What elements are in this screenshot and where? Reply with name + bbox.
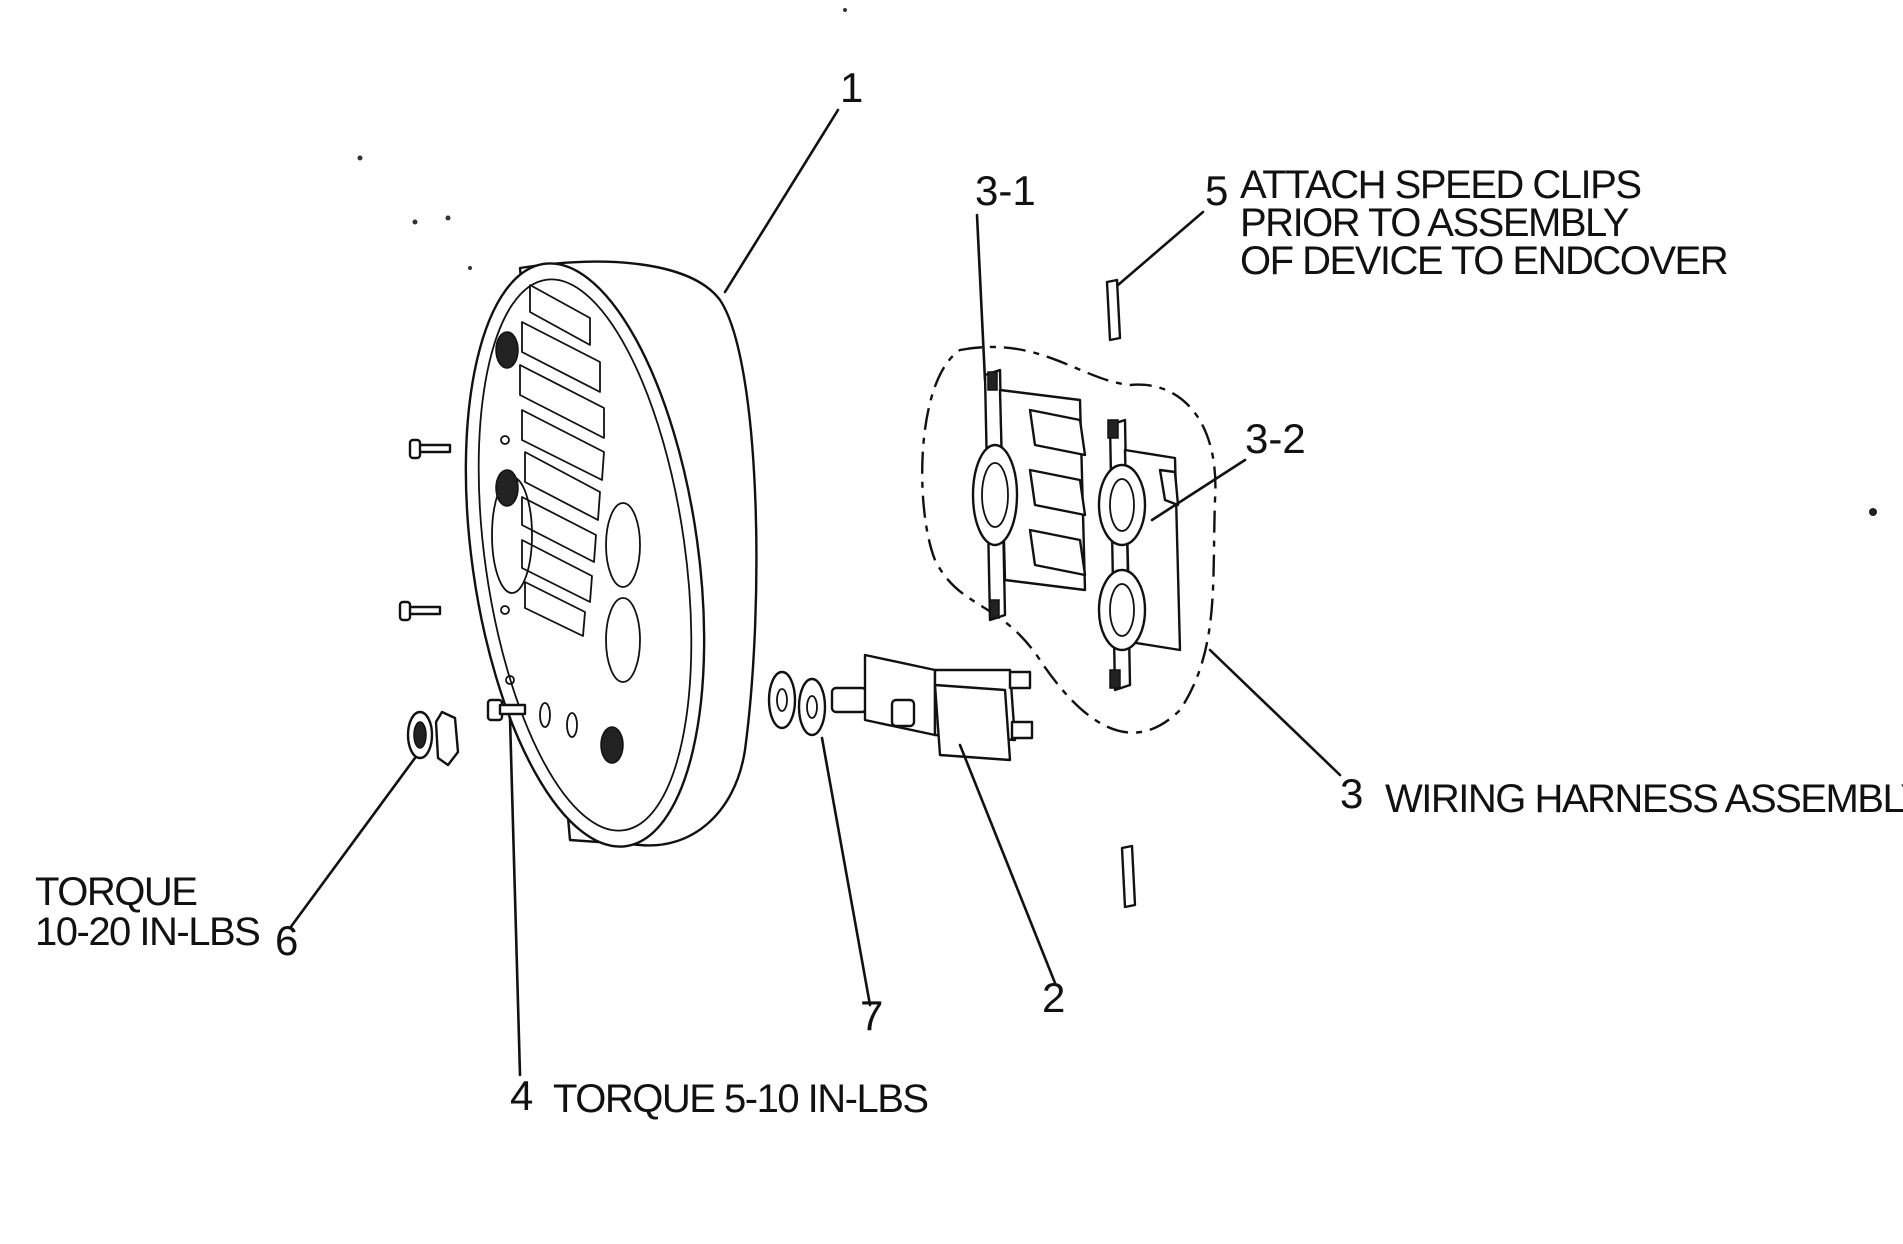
breaker-part bbox=[830, 653, 1034, 762]
callout-breaker: 2 bbox=[1042, 974, 1065, 1021]
callout-duplex-receptacle: 3-2 bbox=[1245, 415, 1306, 462]
callout-clip-text-2: PRIOR TO ASSEMBLY bbox=[1240, 201, 1629, 245]
callout-washer: 7 bbox=[860, 992, 883, 1039]
callout-clip-number: 5 bbox=[1205, 167, 1228, 214]
speed-clip-part bbox=[1105, 278, 1137, 909]
callout-harness-text: WIRING HARNESS ASSEMBLY bbox=[1385, 777, 1903, 821]
wiring-harness-assembly bbox=[921, 345, 1217, 734]
mounting-screws bbox=[398, 438, 452, 622]
scan-specks bbox=[357, 8, 1877, 516]
nut-part bbox=[406, 710, 460, 767]
callout-harness-number: 3 bbox=[1340, 770, 1363, 817]
endcover-part bbox=[464, 260, 758, 848]
leader-lines bbox=[288, 108, 1342, 1077]
twist-lock-receptacle bbox=[971, 368, 1087, 622]
callout-clip-text-1: ATTACH SPEED CLIPS bbox=[1240, 163, 1641, 207]
callout-screw-number: 4 bbox=[510, 1072, 533, 1119]
callout-twist-lock-receptacle: 3-1 bbox=[975, 167, 1036, 214]
endcover-louvers bbox=[519, 284, 605, 637]
callout-endcover: 1 bbox=[840, 64, 863, 111]
callout-clip-text-3: OF DEVICE TO ENDCOVER bbox=[1240, 239, 1728, 283]
callout-screw-text: TORQUE 5-10 IN-LBS bbox=[553, 1077, 928, 1121]
callout-nut-text-2: 10-20 IN-LBS bbox=[35, 910, 259, 954]
washer-part bbox=[767, 670, 827, 737]
callout-nut-number: 6 bbox=[275, 917, 298, 964]
screw-part bbox=[486, 698, 527, 722]
duplex-receptacle bbox=[1097, 418, 1182, 692]
callout-nut-text-1: TORQUE bbox=[35, 870, 196, 914]
